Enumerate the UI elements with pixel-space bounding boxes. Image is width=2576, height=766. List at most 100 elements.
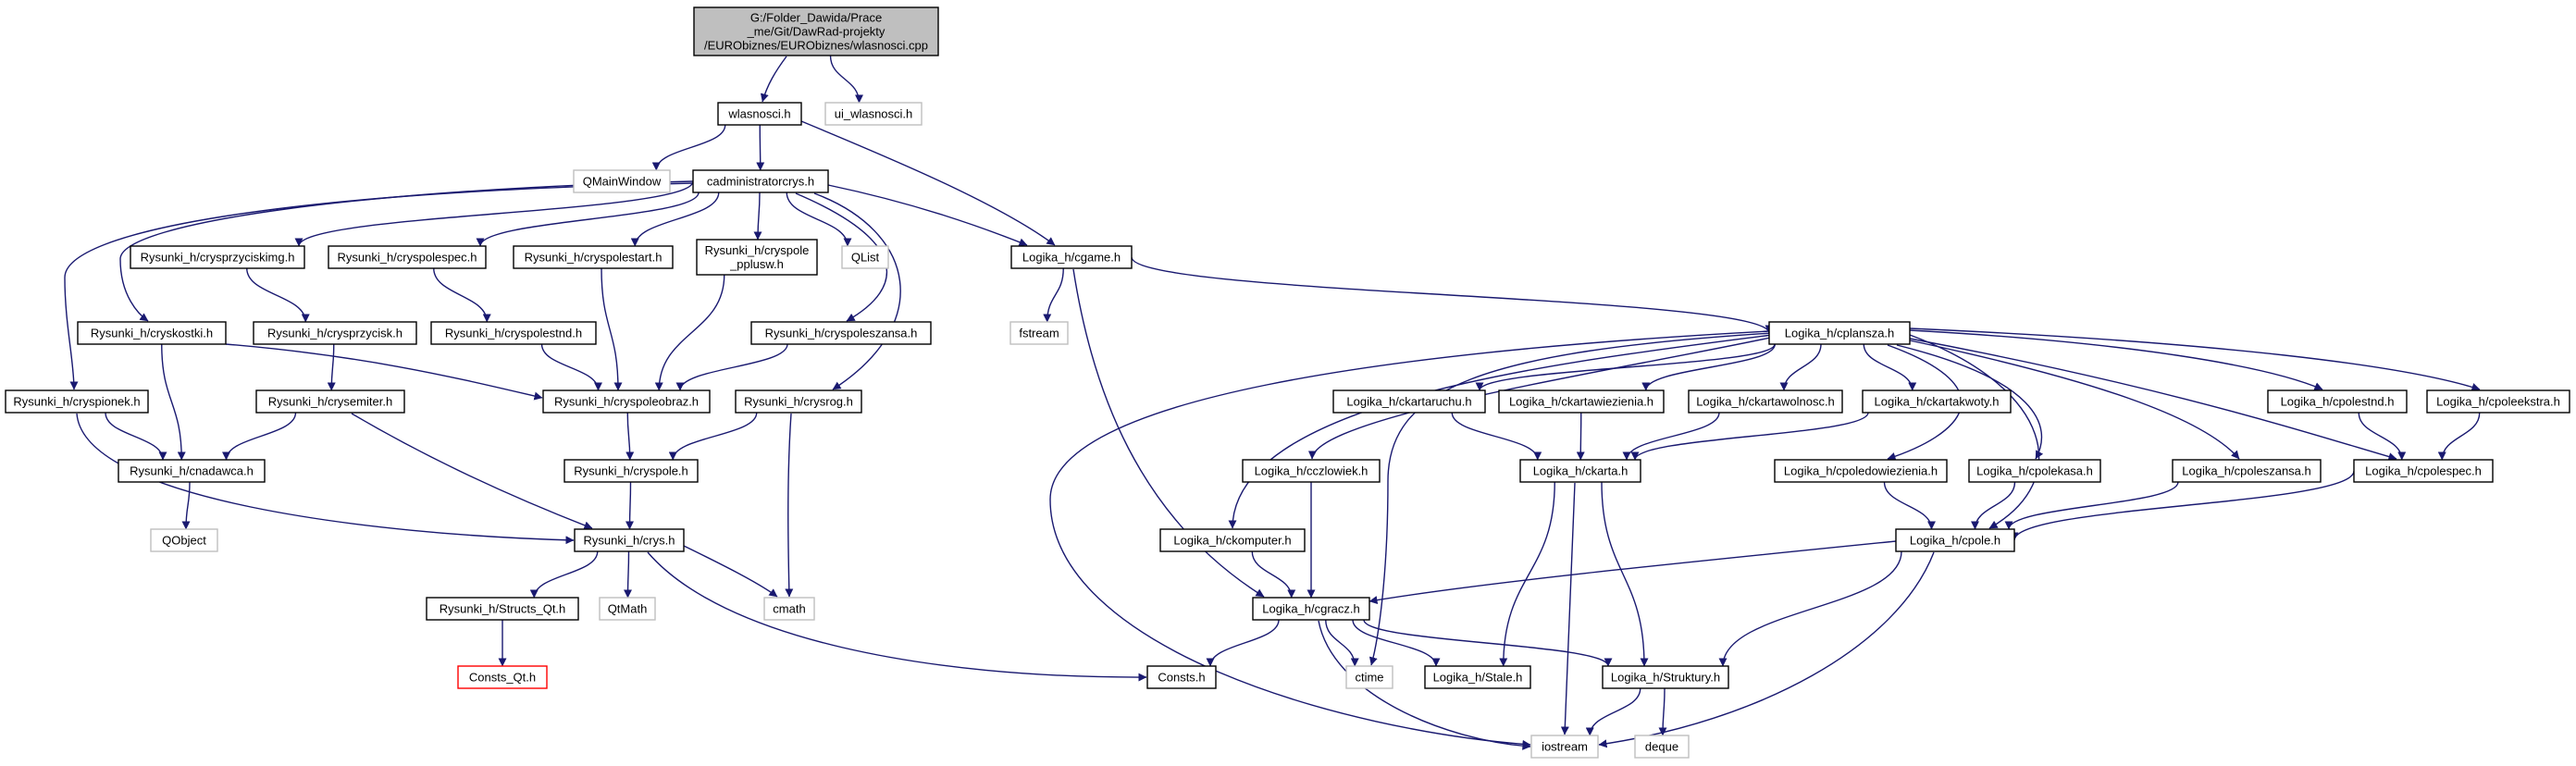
node-rys_cryspoleszansa[interactable]: Rysunki_h/cryspoleszansa.h — [750, 321, 932, 345]
edge-log_cgame-to-log_cplansza — [1131, 256, 1774, 334]
edge-cadministratorcrys_h-to-QList — [786, 192, 852, 247]
node-rys_cryskostki[interactable]: Rysunki_h/cryskostki.h — [77, 321, 227, 345]
node-rys_crysprzycisk[interactable]: Rysunki_h/crysprzycisk.h — [253, 321, 417, 345]
node-log_cpolekasa[interactable]: Logika_h/cpolekasa.h — [1968, 459, 2101, 483]
node-wlasnosci_h[interactable]: wlasnosci.h — [717, 102, 802, 126]
node-box-log_ckartakwoty — [1862, 389, 2012, 414]
node-box-log_cpoledowiezienia — [1774, 459, 1948, 483]
edge-log_cgracz-to-Consts_h — [1206, 619, 1280, 667]
node-label-QList: QList — [851, 251, 880, 265]
node-rys_crysprzyciskimg[interactable]: Rysunki_h/crysprzyciskimg.h — [130, 245, 305, 269]
node-rys_Structs_Qt[interactable]: Rysunki_h/Structs_Qt.h — [426, 597, 579, 621]
node-log_cpoleszansa[interactable]: Logika_h/cpoleszansa.h — [2172, 459, 2322, 483]
node-label-rys_cryspole_pplusw-line-0: Rysunki_h/cryspole — [705, 243, 810, 257]
edge-rys_crys-to-Consts_h — [647, 551, 1147, 682]
edge-rys_crysemiter-to-rys_cnadawca — [222, 412, 297, 461]
edge-wlasnosci_h-to-log_cgame — [800, 120, 1056, 246]
node-rys_cryspolestart[interactable]: Rysunki_h/cryspolestart.h — [513, 245, 674, 269]
edge-log_cplansza-to-log_ckartakwoty — [1863, 343, 1917, 391]
node-box-root — [693, 6, 939, 56]
edge-log_cgracz-to-log_Stale — [1352, 619, 1441, 667]
node-box-rys_crys — [574, 528, 685, 552]
edge-log_ckomputer-to-log_cgracz — [1251, 550, 1296, 599]
node-log_cpoledowiezienia[interactable]: Logika_h/cpoledowiezienia.h — [1774, 459, 1948, 483]
node-label-Consts_Qt_h: Consts_Qt.h — [469, 671, 536, 685]
node-label-rys_crysprzycisk: Rysunki_h/crysprzycisk.h — [267, 327, 402, 340]
node-box-rys_cryspoleobraz — [542, 389, 711, 414]
edge-log_ckartawiezienia-to-log_ckarta — [1576, 412, 1585, 461]
edge-root-to-ui_wlasnosci_h — [829, 55, 863, 104]
node-cmath: cmath — [763, 597, 815, 621]
node-log_ckartaruchu[interactable]: Logika_h/ckartaruchu.h — [1332, 389, 1486, 414]
node-rys_cryspolestnd[interactable]: Rysunki_h/cryspolestnd.h — [430, 321, 597, 345]
edge-rys_crys-to-rys_Structs_Qt — [529, 550, 599, 599]
node-log_ckomputer[interactable]: Logika_h/ckomputer.h — [1159, 528, 1306, 552]
node-deque: deque — [1634, 735, 1690, 759]
node-box-fstream — [1009, 321, 1069, 345]
node-label-root-line-2: /EURObiznes/EURObiznes/wlasnosci.cpp — [704, 39, 928, 53]
node-log_Stale[interactable]: Logika_h/Stale.h — [1424, 665, 1531, 689]
edge-log_ckartawolnosc-to-log_ckarta — [1622, 412, 1720, 461]
edge-rys_cryskostki-to-rys_cnadawca — [161, 343, 186, 461]
node-box-log_cpoleekstra — [2426, 389, 2570, 414]
edge-log_cpole-to-log_Struktury — [1718, 550, 1902, 667]
node-box-log_cplansza — [1768, 321, 1911, 345]
edge-log_cgracz-to-log_Struktury — [1363, 619, 1613, 667]
node-rys_cryspionek[interactable]: Rysunki_h/cryspionek.h — [5, 389, 149, 414]
node-box-log_cpolekasa — [1968, 459, 2101, 483]
node-label-log_cplansza: Logika_h/cplansza.h — [1785, 327, 1895, 340]
node-label-log_ckartawolnosc: Logika_h/ckartawolnosc.h — [1696, 395, 1835, 409]
edge-log_cgame-to-fstream — [1043, 267, 1064, 323]
node-log_ckarta[interactable]: Logika_h/ckarta.h — [1519, 459, 1641, 483]
node-log_cpolespec[interactable]: Logika_h/cpolespec.h — [2353, 459, 2494, 483]
node-log_cczlowiek[interactable]: Logika_h/cczlowiek.h — [1242, 459, 1381, 483]
node-log_ckartakwoty[interactable]: Logika_h/ckartakwoty.h — [1862, 389, 2012, 414]
node-label-log_ckomputer: Logika_h/ckomputer.h — [1173, 534, 1291, 548]
edge-rys_cryspoleszansa-to-rys_cryspoleobraz — [675, 343, 788, 391]
edge-wlasnosci_h-to-cadministratorcrys_h — [756, 124, 765, 171]
node-log_cgame[interactable]: Logika_h/cgame.h — [1010, 245, 1133, 269]
node-box-wlasnosci_h — [717, 102, 802, 126]
edge-cadministratorcrys_h-to-rys_crysprzyciskimg — [294, 180, 694, 247]
node-log_cgracz[interactable]: Logika_h/cgracz.h — [1252, 597, 1370, 621]
node-label-log_cpoledowiezienia: Logika_h/cpoledowiezienia.h — [1784, 464, 1938, 478]
node-rys_crys[interactable]: Rysunki_h/crys.h — [574, 528, 685, 552]
node-log_ckartawiezienia[interactable]: Logika_h/ckartawiezienia.h — [1498, 389, 1665, 414]
node-rys_cryspoleobraz[interactable]: Rysunki_h/cryspoleobraz.h — [542, 389, 711, 414]
node-rys_cryspole[interactable]: Rysunki_h/cryspole.h — [564, 459, 699, 483]
node-label-QtMath: QtMath — [608, 602, 648, 616]
node-rys_cryspole_pplusw[interactable]: Rysunki_h/cryspole_pplusw.h — [696, 239, 818, 276]
edge-log_ckarta-to-iostream — [1560, 482, 1576, 735]
node-log_cpoleekstra[interactable]: Logika_h/cpoleekstra.h — [2426, 389, 2570, 414]
node-QList: QList — [841, 245, 889, 269]
node-rys_cryspolespec[interactable]: Rysunki_h/cryspolespec.h — [328, 245, 487, 269]
node-rys_crysrog[interactable]: Rysunki_h/crysrog.h — [735, 389, 862, 414]
edge-log_Struktury-to-iostream — [1585, 687, 1641, 736]
node-box-log_ckartawiezienia — [1498, 389, 1665, 414]
node-label-ui_wlasnosci_h: ui_wlasnosci.h — [835, 107, 913, 121]
edges-layer — [64, 55, 2481, 750]
node-log_ckartawolnosc[interactable]: Logika_h/ckartawolnosc.h — [1688, 389, 1843, 414]
node-box-rys_cryspole_pplusw — [696, 239, 818, 276]
edge-rys_crysrog-to-rys_cryspole — [668, 412, 758, 461]
node-box-QtMath — [599, 597, 656, 621]
node-label-QObject: QObject — [162, 534, 206, 548]
node-label-rys_cryspoleobraz: Rysunki_h/cryspoleobraz.h — [554, 395, 699, 409]
edge-log_cplansza-to-log_ckartawolnosc — [1779, 343, 1822, 391]
node-cadministratorcrys_h[interactable]: cadministratorcrys.h — [692, 169, 829, 193]
node-label-log_cpolespec: Logika_h/cpolespec.h — [2365, 464, 2482, 478]
node-rys_cnadawca[interactable]: Rysunki_h/cnadawca.h — [118, 459, 266, 483]
node-log_cpole[interactable]: Logika_h/cpole.h — [1895, 528, 2015, 552]
node-QObject: QObject — [150, 528, 218, 552]
node-log_Struktury[interactable]: Logika_h/Struktury.h — [1602, 665, 1729, 689]
node-label-cadministratorcrys_h: cadministratorcrys.h — [707, 175, 814, 189]
edge-rys_cryspionek-to-rys_crys — [76, 413, 575, 545]
edge-log_cpolespec-to-log_cpole — [2010, 470, 2355, 541]
node-label-rys_cryspolestnd: Rysunki_h/cryspolestnd.h — [445, 327, 582, 340]
node-Consts_h[interactable]: Consts.h — [1146, 665, 1217, 689]
edge-log_cplansza-to-log_cpolekasa — [1896, 344, 2044, 460]
node-rys_crysemiter[interactable]: Rysunki_h/crysemiter.h — [255, 389, 405, 414]
node-box-ui_wlasnosci_h — [824, 102, 923, 126]
node-log_cpolestnd[interactable]: Logika_h/cpolestnd.h — [2267, 389, 2408, 414]
node-log_cplansza[interactable]: Logika_h/cplansza.h — [1768, 321, 1911, 345]
